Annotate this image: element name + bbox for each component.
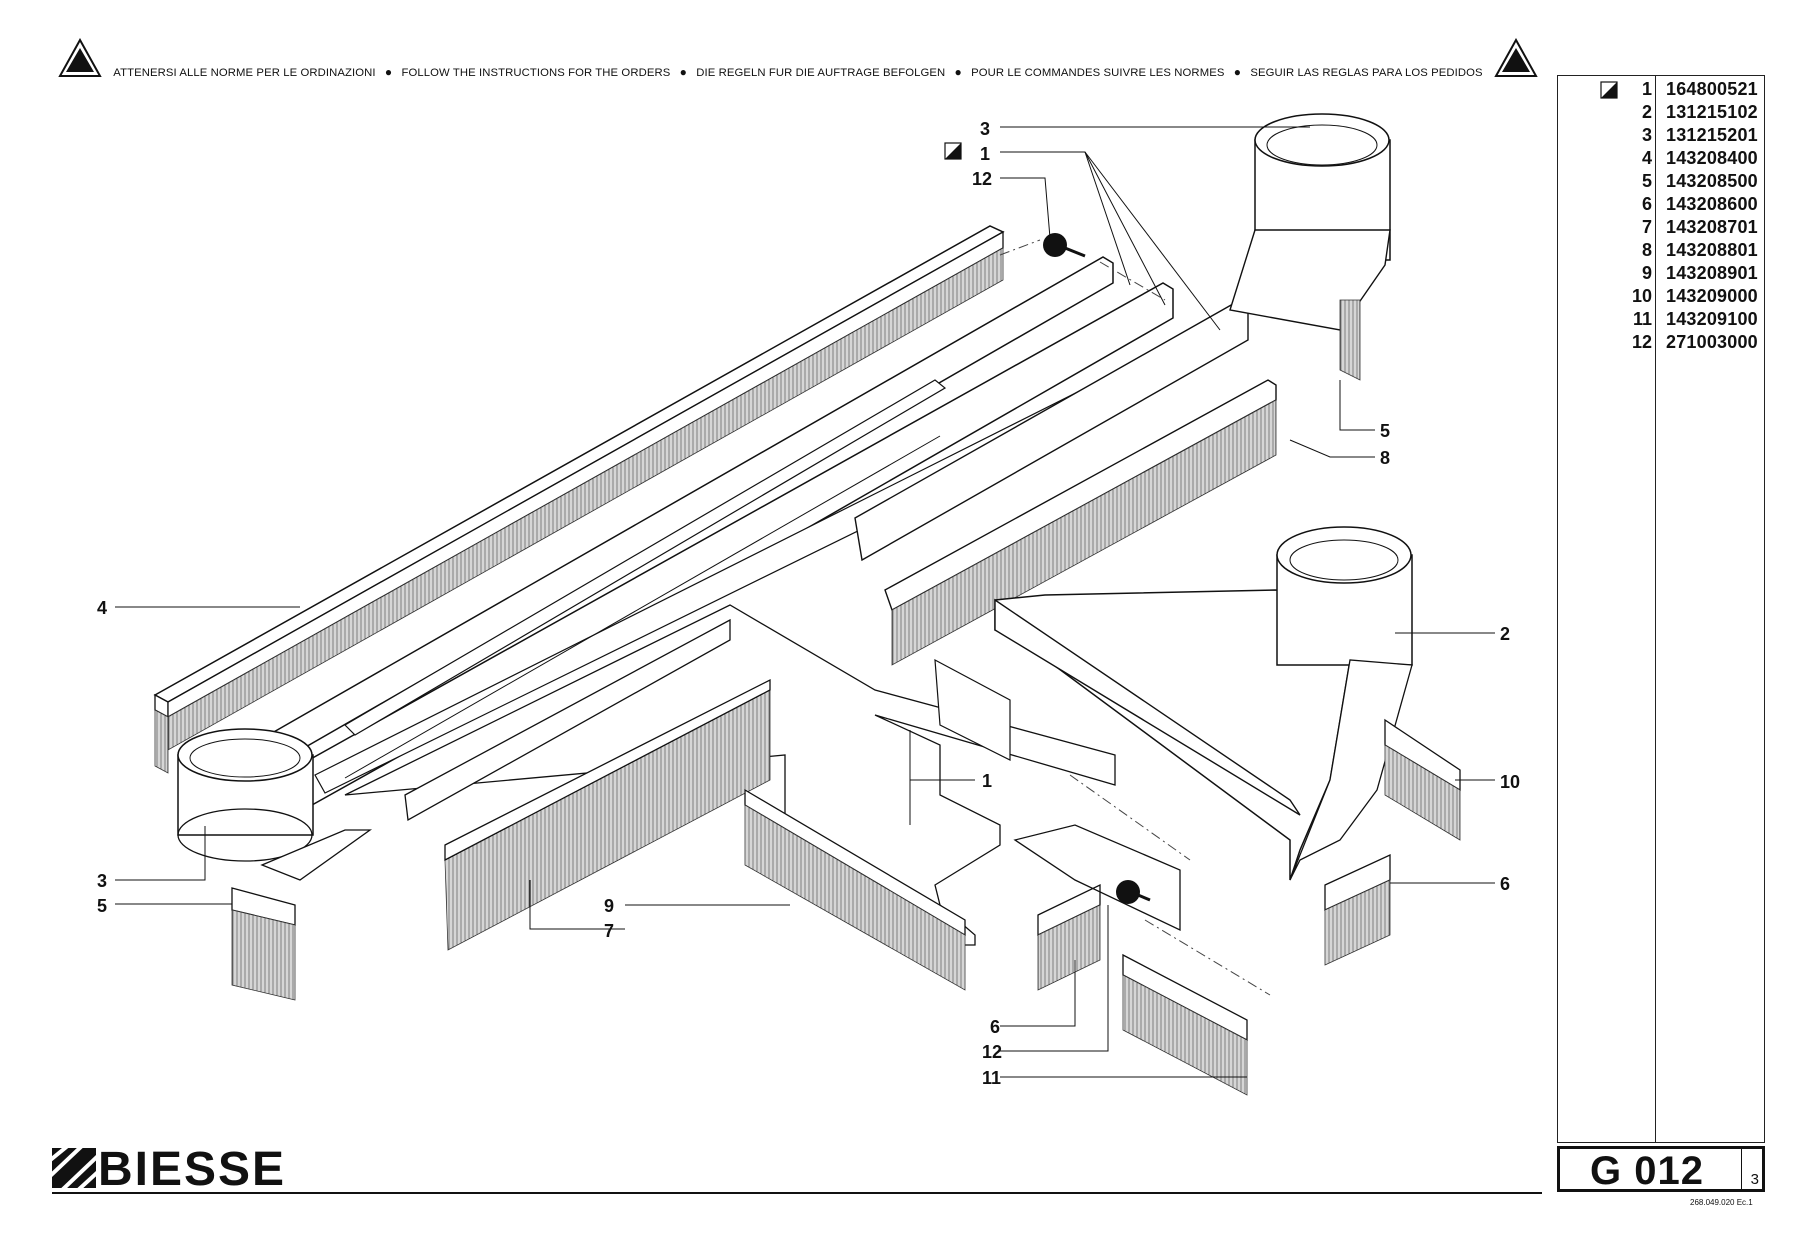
instruction-es: SEGUIR LAS REGLAS PARA LOS PEDIDOS <box>1250 67 1483 79</box>
biesse-logo-mark-icon <box>46 1142 102 1194</box>
callout-10: 10 <box>1500 772 1520 792</box>
callout-5-right: 5 <box>1380 421 1390 441</box>
callout-4: 4 <box>97 598 107 618</box>
callout-6-right: 6 <box>1500 874 1510 894</box>
callout-12-top: 12 <box>972 169 992 189</box>
part-code: 143208400 <box>1666 148 1758 168</box>
callout-8: 8 <box>1380 448 1390 468</box>
page-code-box: G 012 3 <box>1557 1146 1765 1193</box>
page-code: G 012 <box>1590 1149 1704 1193</box>
callout-1-mid: 1 <box>982 771 992 791</box>
part-code: 143209000 <box>1666 286 1758 306</box>
callout-5-left: 5 <box>97 896 107 916</box>
column-divider <box>1655 76 1656 1142</box>
parts-list-row: 1 164800521 <box>1558 79 1766 102</box>
parts-list-row: 2 131215102 <box>1558 102 1766 125</box>
callout-2: 2 <box>1500 624 1510 644</box>
part-code: 164800521 <box>1666 79 1758 99</box>
funnel-hood-part-2 <box>994 526 1413 881</box>
brush-strip-part-4 <box>153 225 1005 774</box>
part-code: 271003000 <box>1666 332 1758 352</box>
part-code: 143208801 <box>1666 240 1758 260</box>
parts-list-row: 3 131215201 <box>1558 125 1766 148</box>
parts-list-row: 12 271003000 <box>1558 332 1766 355</box>
separator-dot: ● <box>1233 65 1242 79</box>
callout-9: 9 <box>604 896 614 916</box>
brush-part-9 <box>744 788 966 991</box>
part-code: 143208701 <box>1666 217 1758 237</box>
callout-3-top: 3 <box>980 119 990 139</box>
part-code: 143209100 <box>1666 309 1758 329</box>
part-number: 1 <box>1641 79 1652 99</box>
separator-dot: ● <box>384 65 393 79</box>
part-number: 10 <box>1631 286 1652 306</box>
parts-list-row: 8 143208801 <box>1558 240 1766 263</box>
separator-dot: ● <box>954 65 962 79</box>
parts-list-panel: 1 164800521 2 131215102 3 131215201 4 143208400… <box>1557 75 1765 1143</box>
part-code: 131215102 <box>1666 102 1758 122</box>
instruction-it: ATTENERSI ALLE NORME PER LE ORDINAZIONI <box>113 67 376 79</box>
instructions-text: ATTENERSI ALLE NORME PER LE ORDINAZIONI … <box>108 65 1488 79</box>
part-code: 131215201 <box>1666 125 1758 145</box>
part-code: 143208901 <box>1666 263 1758 283</box>
assembly-lines <box>999 239 1271 996</box>
parts-list-row: 5 143208500 <box>1558 171 1766 194</box>
marked-part-indicator <box>944 142 962 160</box>
part-number: 6 <box>1641 194 1652 214</box>
knob-part-12-bottom <box>1116 880 1151 904</box>
part-code: 143208500 <box>1666 171 1758 191</box>
parts-list-row: 6 143208600 <box>1558 194 1766 217</box>
part-number: 8 <box>1641 240 1652 260</box>
nozzle-part-3-left <box>177 728 373 881</box>
callout-7: 7 <box>604 921 614 941</box>
part-code: 143208600 <box>1666 194 1758 214</box>
brush-part-5-left <box>231 887 296 1001</box>
marked-part-icon <box>1600 81 1618 99</box>
warning-triangle-icon <box>58 38 102 77</box>
brush-part-11 <box>1122 953 1248 1096</box>
parts-list-row: 11 143209100 <box>1558 309 1766 332</box>
warning-triangle-icon <box>1494 38 1538 77</box>
part-number: 12 <box>1631 332 1652 352</box>
callout-1-top: 1 <box>980 144 990 164</box>
part-number: 11 <box>1632 309 1652 329</box>
separator-dot: ● <box>679 65 687 79</box>
logo-text: BIESSE <box>98 1143 287 1196</box>
part-number: 4 <box>1641 148 1652 168</box>
parts-list-row: 7 143208701 <box>1558 217 1766 240</box>
brush-strip-part-8 <box>854 299 1277 666</box>
callout-12-bottom: 12 <box>982 1042 1002 1062</box>
document-reference: 268.049.020 Ec.1 <box>1690 1198 1753 1207</box>
part-number: 3 <box>1641 125 1652 145</box>
biesse-logo: BIESSE <box>46 1142 284 1196</box>
callout-3-left: 3 <box>97 871 107 891</box>
callout-6-bottom: 6 <box>990 1017 1000 1037</box>
brush-part-6-bottom <box>1013 824 1181 991</box>
leader-lines <box>115 126 1495 1078</box>
parts-list-row: 4 143208400 <box>1558 148 1766 171</box>
part-number: 5 <box>1641 171 1652 191</box>
part-number: 2 <box>1641 102 1652 122</box>
part-number: 7 <box>1641 217 1652 237</box>
instruction-fr: POUR LE COMMANDES SUIVRE LES NORMES <box>971 67 1225 79</box>
nozzle-part-3-upper <box>1229 113 1391 381</box>
parts-list-row: 9 143208901 <box>1558 263 1766 286</box>
sheet-cell: 3 <box>1741 1149 1762 1189</box>
knob-part-12-top <box>1043 233 1086 258</box>
part-number: 9 <box>1641 263 1652 283</box>
order-instructions-header: ATTENERSI ALLE NORME PER LE ORDINAZIONI … <box>58 38 1538 79</box>
instruction-de: DIE REGELN FUR DIE AUFTRAGE BEFOLGEN <box>696 67 946 79</box>
parts-list-row: 10 143209000 <box>1558 286 1766 309</box>
brush-part-6-right <box>1324 853 1391 966</box>
instruction-en: FOLLOW THE INSTRUCTIONS FOR THE ORDERS <box>401 67 671 79</box>
callout-11: 11 <box>982 1068 1001 1088</box>
brush-part-10 <box>1384 718 1461 841</box>
frame-part-1-middle <box>344 604 1116 951</box>
footer-rule <box>52 1192 1542 1194</box>
sheet-number: 3 <box>1750 1171 1759 1188</box>
exploded-view-drawing: 3 1 12 4 5 8 2 10 6 1 3 5 9 7 6 12 11 <box>97 113 1520 1096</box>
